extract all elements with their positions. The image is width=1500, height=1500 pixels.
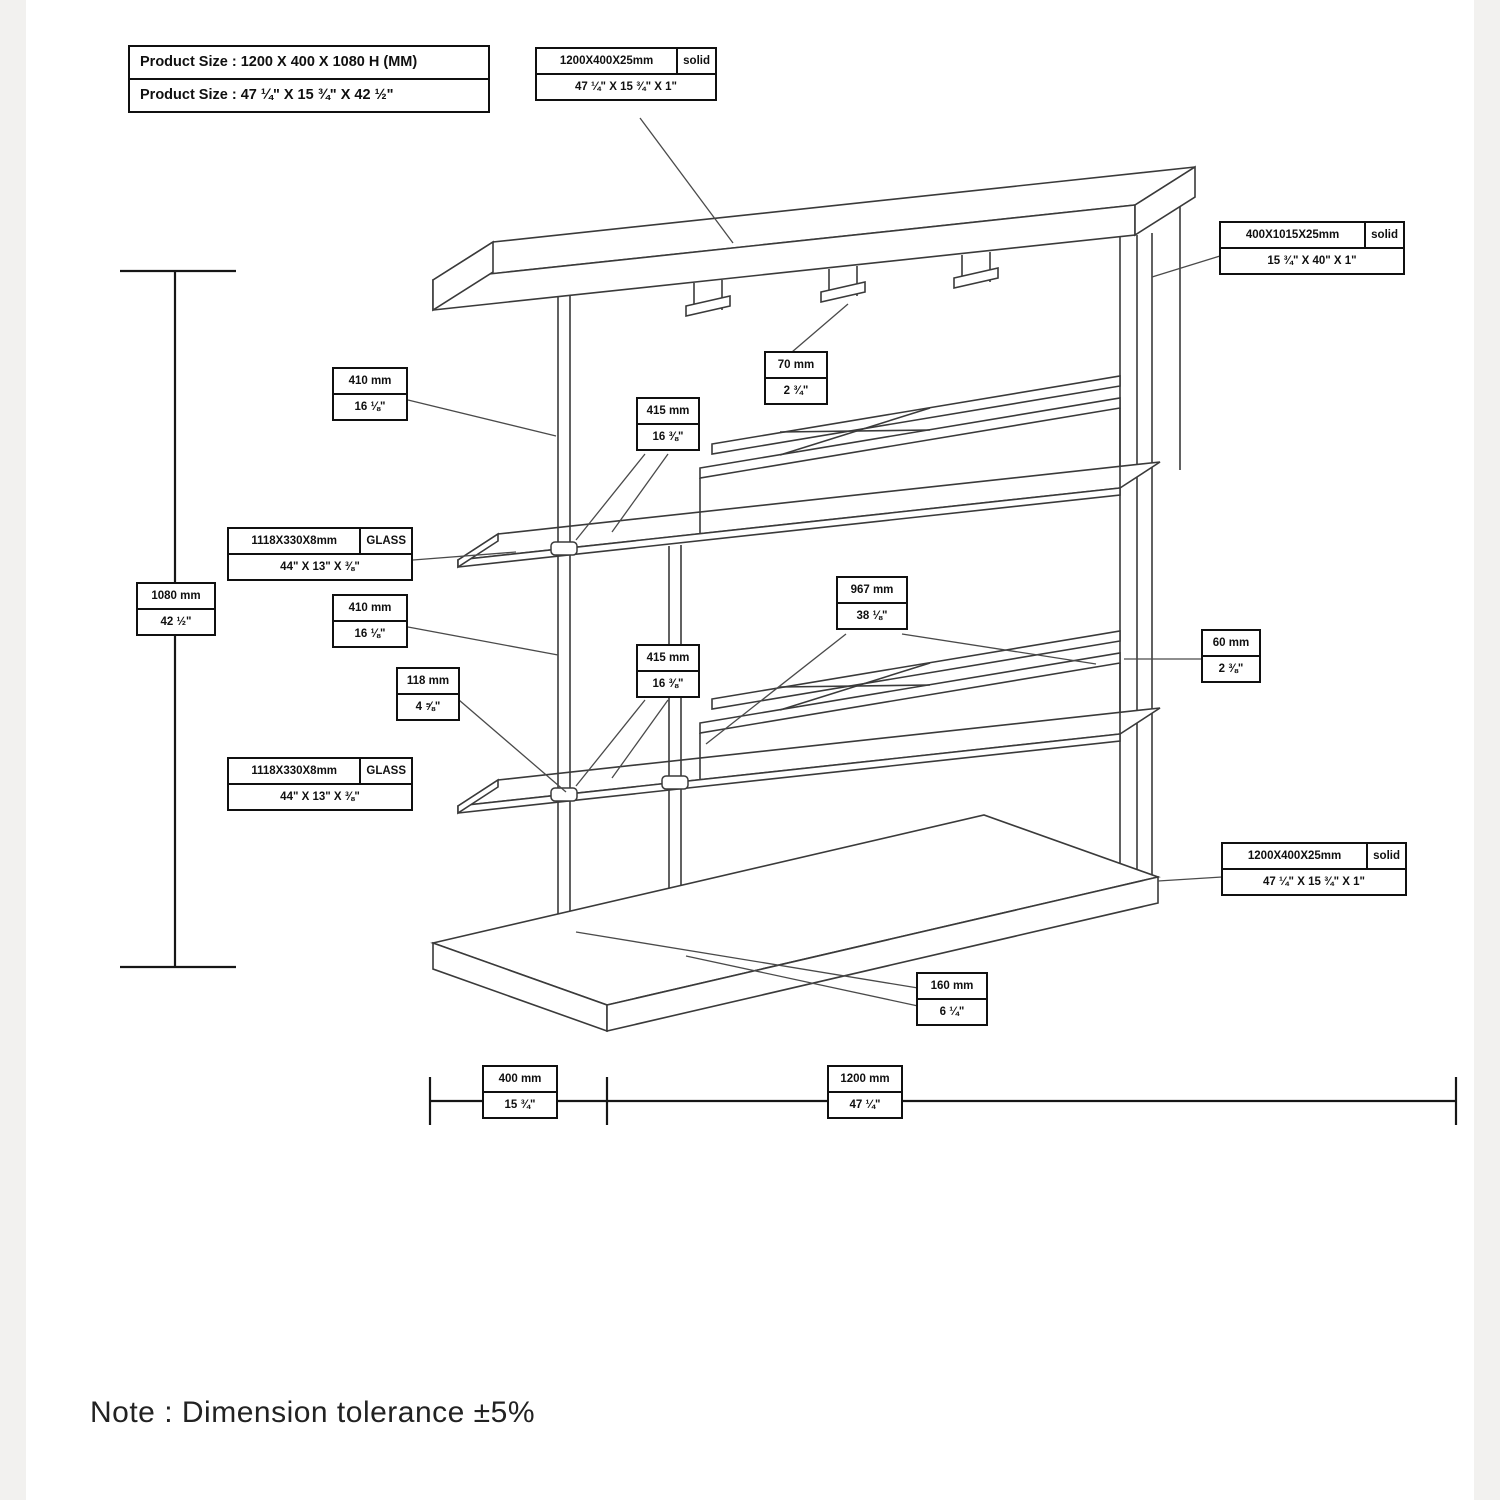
part-dim: 1200X400X25mm: [535, 47, 679, 76]
dim-label-top-rail-offset: 70 mm 2 ¾": [764, 351, 828, 406]
part-label-glass-shelf-upper: 1118X330X8mm GLASS 44" X 13" X ⅜": [227, 527, 413, 582]
slide-mounts-art: [685, 252, 999, 318]
dim-mm: 1200 mm: [827, 1065, 903, 1094]
dim-inch: 16 ⅜": [636, 670, 700, 699]
tolerance-note: Note : Dimension tolerance ±5%: [90, 1396, 536, 1429]
part-dim: 1200X400X25mm: [1221, 842, 1369, 871]
dim-mm: 60 mm: [1201, 629, 1261, 658]
product-size-metric: Product Size : 1200 X 400 X 1080 H (MM): [128, 45, 490, 81]
part-label-side-panel: 400X1015X25mm solid 15 ¾" X 40" X 1": [1219, 221, 1405, 276]
dim-label-shelf-clearance-lower: 415 mm 16 ⅜": [636, 644, 700, 699]
dim-label-overall-depth: 400 mm 15 ¾": [482, 1065, 558, 1120]
part-dim: 400X1015X25mm: [1219, 221, 1367, 250]
dim-label-pole-spacing: 118 mm 4 ⅝": [396, 667, 460, 722]
dim-inch: 16 ⅜": [636, 423, 700, 452]
dim-mm: 160 mm: [916, 972, 988, 1001]
dim-inch: 2 ¾": [764, 377, 828, 406]
part-type: solid: [1366, 842, 1407, 871]
support-poles-art: [550, 296, 689, 960]
dim-inch: 6 ¼": [916, 998, 988, 1027]
dim-inch: 4 ⅝": [396, 693, 460, 722]
part-imperial: 47 ¼" X 15 ¾" X 1": [535, 73, 717, 102]
dim-label-rail-length: 967 mm 38 ⅛": [836, 576, 908, 631]
slide-rails-art: [699, 375, 1121, 780]
product-size-imperial: Product Size : 47 ¼" X 15 ¾" X 42 ½": [128, 77, 490, 113]
dim-label-shelf-clearance-upper: 415 mm 16 ⅜": [636, 397, 700, 452]
part-imperial: 47 ¼" X 15 ¾" X 1": [1221, 868, 1407, 897]
product-size-box: Product Size : 1200 X 400 X 1080 H (MM) …: [128, 45, 490, 113]
part-label-bottom-panel: 1200X400X25mm solid 47 ¼" X 15 ¾" X 1": [1221, 842, 1407, 897]
part-imperial: 15 ¾" X 40" X 1": [1219, 247, 1405, 276]
part-label-top-panel: 1200X400X25mm solid 47 ¼" X 15 ¾" X 1": [535, 47, 717, 102]
part-imperial: 44" X 13" X ⅜": [227, 783, 413, 812]
dim-mm: 400 mm: [482, 1065, 558, 1094]
dim-inch: 2 ⅜": [1201, 655, 1261, 684]
dim-inch: 15 ¾": [482, 1091, 558, 1120]
part-type: GLASS: [359, 757, 413, 786]
dim-mm: 967 mm: [836, 576, 908, 605]
page-margin-right: [1474, 0, 1500, 1500]
dim-mm: 415 mm: [636, 644, 700, 673]
glass-shelves-art: [457, 461, 1161, 815]
dim-inch: 42 ½": [136, 608, 216, 637]
dim-inch: 16 ⅛": [332, 620, 408, 649]
dim-mm: 118 mm: [396, 667, 460, 696]
dim-label-overall-height: 1080 mm 42 ½": [136, 582, 216, 637]
dim-label-shelf-depth-lower: 410 mm 16 ⅛": [332, 594, 408, 649]
dim-label-rail-side-offset: 60 mm 2 ⅜": [1201, 629, 1261, 684]
dim-mm: 70 mm: [764, 351, 828, 380]
dim-label-shelf-depth-upper: 410 mm 16 ⅛": [332, 367, 408, 422]
dim-inch: 47 ¼": [827, 1091, 903, 1120]
dim-mm: 410 mm: [332, 594, 408, 623]
dim-inch: 38 ⅛": [836, 602, 908, 631]
part-type: GLASS: [359, 527, 413, 556]
part-type: solid: [1364, 221, 1405, 250]
leader-lines: [407, 117, 1223, 1007]
dim-mm: 1080 mm: [136, 582, 216, 611]
dim-mm: 415 mm: [636, 397, 700, 426]
dim-label-overall-width: 1200 mm 47 ¼": [827, 1065, 903, 1120]
page-margin-left: [0, 0, 26, 1500]
part-imperial: 44" X 13" X ⅜": [227, 553, 413, 582]
side-panel-art: [1119, 200, 1181, 888]
part-label-glass-shelf-lower: 1118X330X8mm GLASS 44" X 13" X ⅜": [227, 757, 413, 812]
top-panel-art: [432, 165, 1196, 312]
part-dim: 1118X330X8mm: [227, 757, 362, 786]
dim-label-base-pole-height: 160 mm 6 ¼": [916, 972, 988, 1027]
bottom-panel-art: [430, 814, 1161, 1033]
dim-inch: 16 ⅛": [332, 393, 408, 422]
part-type: solid: [676, 47, 717, 76]
part-dim: 1118X330X8mm: [227, 527, 362, 556]
dim-mm: 410 mm: [332, 367, 408, 396]
